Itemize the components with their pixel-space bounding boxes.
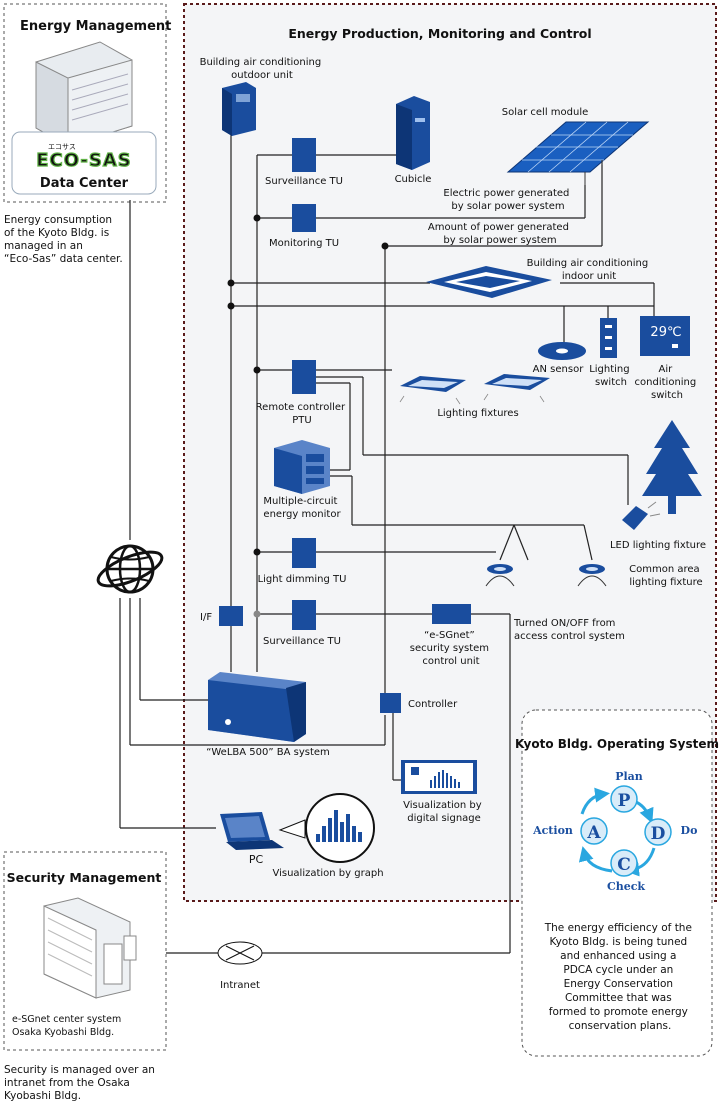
pdca-action-letter: A [586, 823, 601, 843]
pdca-do-label: Do [681, 824, 698, 837]
an-sensor-icon [538, 342, 586, 360]
power-generated-label: Electric power generated by solar power … [443, 188, 572, 212]
common-area-label: Common area lighting fixture [629, 564, 703, 588]
if-box [219, 606, 243, 626]
monitoring-tu-box [292, 204, 316, 232]
lighting-switch-label: Lighting switch [589, 364, 633, 388]
amount-power-label: Amount of power generated by solar power… [428, 222, 572, 246]
light-dimming-tu-label: Light dimming TU [258, 574, 347, 585]
light-dimming-tu-box [292, 538, 316, 568]
pdca-check-letter: C [617, 855, 631, 875]
energy-monitor-label: Multiple-circuit energy monitor [263, 496, 341, 520]
energy-management-desc: Energy consumption of the Kyoto Bldg. is… [4, 214, 123, 265]
energy-monitor-icon [274, 440, 330, 494]
wiring [119, 132, 655, 954]
eco-sas-logo-text: ECO-SAS [36, 150, 131, 171]
eco-sas-logo [11, 131, 157, 195]
operating-system-title: Kyoto Bldg. Operating System [515, 737, 719, 751]
security-management-title: Security Management [7, 870, 162, 885]
eco-sas-logo-sub: Data Center [40, 176, 129, 191]
pc-icon [220, 793, 375, 863]
welba-ba-system-icon [208, 672, 306, 742]
svg-text:29℃: 29℃ [650, 325, 681, 340]
ac-switch-icon: 29℃ [640, 316, 690, 356]
junction-dots [227, 214, 389, 618]
remote-ptu-box [292, 360, 316, 394]
graph-label: Visualization by graph [272, 868, 383, 879]
ac-switch-label: Air conditioning switch [635, 364, 700, 401]
pdca-do-letter: D [651, 824, 666, 844]
operating-system-desc: The energy efficiency of the Kyoto Bldg.… [544, 922, 696, 1032]
hvac-indoor-label: Building air conditioning indoor unit [527, 258, 652, 282]
data-center-building-icon [35, 41, 133, 147]
pdca-plan-label: Plan [615, 770, 643, 783]
signage-label: Visualization by digital signage [403, 800, 485, 824]
common-area-lights-icon [485, 564, 607, 587]
lighting-switch-icon [600, 318, 617, 358]
solar-cell-module-icon [506, 121, 650, 185]
security-center-label: e-SGnet center system Osaka Kyobashi Bld… [12, 1014, 124, 1038]
production-title: Energy Production, Monitoring and Contro… [288, 26, 591, 41]
an-sensor-label: AN sensor [533, 364, 585, 375]
intranet-label: Intranet [220, 980, 260, 991]
surveillance-tu-1-box [292, 138, 316, 172]
tree-icon [642, 420, 702, 514]
hvac-indoor-unit-icon [426, 266, 552, 298]
surveillance-tu-1-label: Surveillance TU [265, 176, 343, 187]
internet-globe-icon [96, 544, 164, 594]
if-label: I/F [200, 612, 212, 623]
controller-box [380, 693, 401, 713]
pdca-cycle-diagram [578, 785, 672, 877]
monitoring-tu-label: Monitoring TU [269, 238, 339, 249]
welba-label: “WeLBA 500” BA system [206, 747, 330, 758]
surveillance-tu-2-label: Surveillance TU [263, 636, 341, 647]
digital-signage-icon [401, 760, 477, 794]
led-lighting-fixture-icon [622, 501, 661, 530]
eco-sas-kana: エコサス [48, 143, 76, 151]
cubicle-icon [396, 96, 430, 170]
security-center-building-icon [43, 897, 137, 999]
operating-system-panel [521, 709, 713, 1057]
hvac-outdoor-label: Building air conditioning outdoor unit [200, 57, 325, 81]
cubicle-label: Cubicle [395, 174, 432, 185]
solar-label: Solar cell module [502, 107, 589, 118]
esgnet-unit-box [432, 604, 471, 624]
turned-onoff-label: Turned ON/OFF from access control system [513, 618, 625, 642]
pdca-check-label: Check [607, 880, 645, 893]
hvac-outdoor-unit-icon [222, 82, 256, 136]
pdca-action-label: Action [532, 824, 573, 837]
lighting-fixtures-label: Lighting fixtures [437, 408, 518, 419]
led-fixture-label: LED lighting fixture [610, 540, 706, 551]
controller-label: Controller [408, 699, 458, 710]
remote-ptu-label: Remote controller PTU [256, 402, 349, 426]
lighting-fixtures-icon [399, 374, 550, 405]
pdca-plan-letter: P [618, 791, 631, 811]
pc-label: PC [249, 853, 264, 866]
energy-management-title: Energy Management [20, 19, 171, 34]
esgnet-unit-label: “e-SGnet” security system control unit [410, 630, 492, 667]
intranet-router-icon [217, 941, 263, 965]
surveillance-tu-2-box [292, 600, 316, 630]
security-management-desc: Security is managed over an intranet fro… [4, 1064, 158, 1102]
